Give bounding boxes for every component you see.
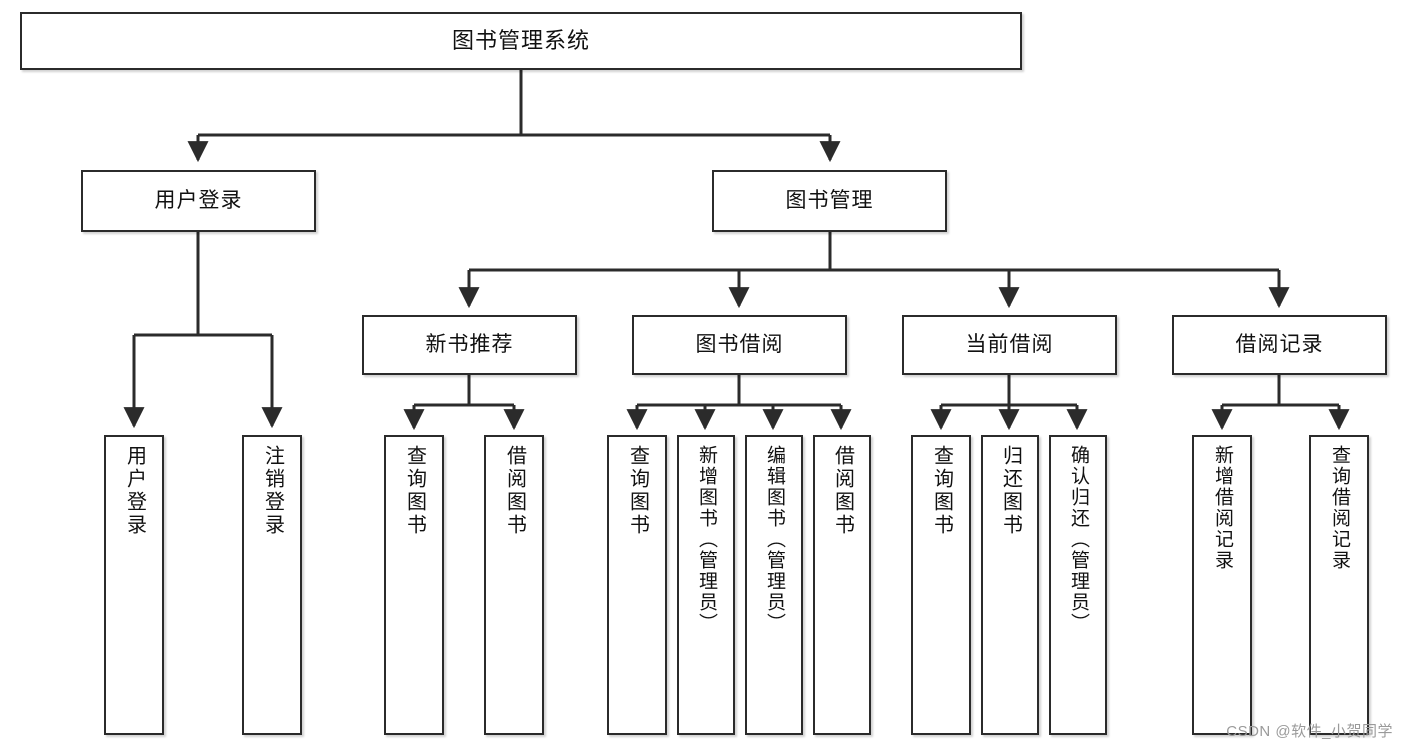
node-book-borrow-label: 图书借阅 xyxy=(695,332,784,356)
node-book-borrow[interactable]: 图书借阅 xyxy=(632,315,847,375)
node-leaf-user-logout-label: 注销登录 xyxy=(261,445,284,537)
node-leaf-borrow-book-1-label: 借阅图书 xyxy=(503,445,526,537)
node-leaf-return-book[interactable]: 归还图书 xyxy=(981,435,1039,735)
node-user-login[interactable]: 用户登录 xyxy=(81,170,316,232)
node-leaf-edit-book-label: 编辑图书（管理员） xyxy=(763,445,785,634)
node-leaf-query-record[interactable]: 查询借阅记录 xyxy=(1309,435,1369,735)
node-new-book-recommend[interactable]: 新书推荐 xyxy=(362,315,577,375)
node-borrow-record-label: 借阅记录 xyxy=(1235,332,1324,356)
node-borrow-record[interactable]: 借阅记录 xyxy=(1172,315,1387,375)
node-new-book-recommend-label: 新书推荐 xyxy=(425,332,514,356)
node-leaf-user-logout[interactable]: 注销登录 xyxy=(242,435,302,735)
node-leaf-return-book-label: 归还图书 xyxy=(999,445,1022,537)
node-book-manage-label: 图书管理 xyxy=(785,188,874,212)
node-current-borrow[interactable]: 当前借阅 xyxy=(902,315,1117,375)
node-leaf-edit-book[interactable]: 编辑图书（管理员） xyxy=(745,435,803,735)
node-leaf-query-book-1[interactable]: 查询图书 xyxy=(384,435,444,735)
node-leaf-borrow-book-1[interactable]: 借阅图书 xyxy=(484,435,544,735)
node-leaf-add-record-label: 新增借阅记录 xyxy=(1211,445,1233,571)
node-root[interactable]: 图书管理系统 xyxy=(20,12,1022,70)
node-leaf-confirm-return[interactable]: 确认归还（管理员） xyxy=(1049,435,1107,735)
node-leaf-borrow-book-2[interactable]: 借阅图书 xyxy=(813,435,871,735)
node-leaf-query-book-2[interactable]: 查询图书 xyxy=(607,435,667,735)
node-leaf-add-record[interactable]: 新增借阅记录 xyxy=(1192,435,1252,735)
node-leaf-user-login[interactable]: 用户登录 xyxy=(104,435,164,735)
node-leaf-add-book[interactable]: 新增图书（管理员） xyxy=(677,435,735,735)
node-leaf-query-book-3[interactable]: 查询图书 xyxy=(911,435,971,735)
watermark-text: CSDN @软件_小贺同学 xyxy=(1226,723,1393,740)
node-leaf-confirm-return-label: 确认归还（管理员） xyxy=(1067,445,1089,634)
node-leaf-add-book-label: 新增图书（管理员） xyxy=(695,445,717,634)
node-leaf-query-book-2-label: 查询图书 xyxy=(626,445,649,537)
node-current-borrow-label: 当前借阅 xyxy=(965,332,1054,356)
node-leaf-query-record-label: 查询借阅记录 xyxy=(1328,445,1350,571)
node-leaf-borrow-book-2-label: 借阅图书 xyxy=(831,445,854,537)
node-leaf-query-book-1-label: 查询图书 xyxy=(403,445,426,537)
node-leaf-user-login-label: 用户登录 xyxy=(123,445,146,537)
node-book-manage[interactable]: 图书管理 xyxy=(712,170,947,232)
node-user-login-label: 用户登录 xyxy=(154,188,243,212)
node-leaf-query-book-3-label: 查询图书 xyxy=(930,445,953,537)
node-root-label: 图书管理系统 xyxy=(451,28,590,54)
